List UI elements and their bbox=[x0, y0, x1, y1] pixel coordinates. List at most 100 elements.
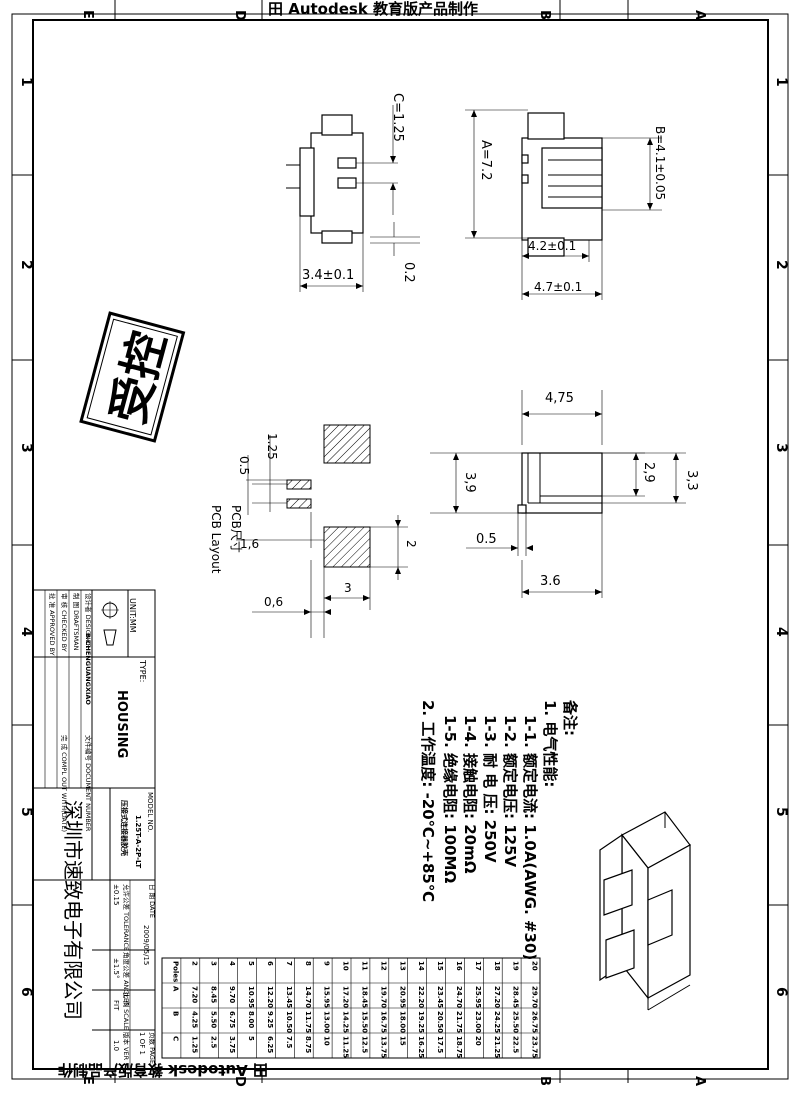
dim-b-label: B=4.1±0.05 bbox=[653, 126, 667, 200]
table-cell: 19.25 bbox=[417, 1011, 425, 1033]
table-cell: 16.75 bbox=[379, 1011, 387, 1033]
table-cell: 22.20 bbox=[417, 986, 425, 1008]
table-cell: 12.20 bbox=[266, 986, 274, 1008]
table-cell: 13.75 bbox=[379, 1036, 387, 1058]
table-cell: 10.95 bbox=[247, 986, 255, 1008]
compl-label: 完 成 COMPL OUT WITH(DATE) bbox=[60, 735, 69, 832]
top-banner: 田 Autodesk 教育版产品制作 bbox=[268, 0, 478, 18]
table-cell: 14.25 bbox=[342, 1011, 350, 1033]
table-cell: 9.70 bbox=[228, 986, 236, 1003]
table-cell: 8.75 bbox=[304, 1036, 312, 1053]
table-cell: 10 bbox=[323, 1036, 331, 1046]
dim-depth1-label: 4.2±0.1 bbox=[528, 239, 576, 253]
zone-number: 6 bbox=[18, 987, 34, 997]
scale-value: FIT bbox=[112, 1000, 120, 1011]
isometric-connector bbox=[599, 811, 691, 1011]
table-cell: 2.5 bbox=[209, 1036, 217, 1049]
pcb-layout: 1.25 0.5 PCB尺寸 PCB Layout 1,6 0,6 3 2 bbox=[209, 424, 418, 638]
table-cell: 28.45 bbox=[512, 986, 520, 1008]
designer-value: B-CHENGUANGXIAO bbox=[84, 633, 92, 705]
dim-36-label: 3.6 bbox=[540, 574, 561, 589]
zone-letters: E D B A E D B A bbox=[80, 10, 707, 1087]
table-header-cell: A bbox=[171, 986, 179, 992]
top-view: A=7.2 B=4.1±0.05 4.2±0.1 4.7±0.1 bbox=[465, 109, 667, 300]
table-cell: 15.95 bbox=[323, 986, 331, 1008]
notes-heading: 备注: bbox=[561, 699, 579, 736]
dim-width-label: 3.4±0.1 bbox=[302, 268, 354, 283]
drawing-frame bbox=[11, 0, 789, 1083]
table-cell: 17.5 bbox=[436, 1036, 444, 1053]
designer-label: 设计者 DESIGNER bbox=[84, 593, 93, 649]
table-cell: 16.25 bbox=[417, 1036, 425, 1058]
type-value: HOUSING bbox=[114, 690, 129, 758]
table-cell: 2 bbox=[190, 961, 198, 966]
zone-number: 4 bbox=[18, 627, 34, 637]
table-cell: 6 bbox=[266, 961, 274, 966]
zone-number: 2 bbox=[18, 260, 34, 270]
dim-125-label: 1.25 bbox=[265, 433, 279, 460]
title-block: UNIT:MM TYPE: HOUSING 设计者 DESIGNER B-CHE… bbox=[32, 589, 157, 1070]
zone-letter: B bbox=[537, 1076, 552, 1086]
model-label: MODEL NO. bbox=[146, 792, 154, 832]
checked-label: 审 核 CHECKED BY bbox=[60, 593, 69, 652]
table-cell: 21.75 bbox=[455, 1011, 463, 1033]
notes: 备注: 1. 电气性能: 1-1. 额定电流: 1.0A(AWG. #30) 1… bbox=[419, 699, 579, 960]
table-cell: 20 bbox=[531, 961, 539, 971]
zone-number: 6 bbox=[773, 987, 789, 997]
zone-number: 5 bbox=[18, 807, 34, 817]
front-view: 4,75 3,9 2,9 3,3 0.5 3.6 bbox=[430, 390, 699, 598]
table-cell: 7 bbox=[285, 961, 293, 966]
table-cell: 20.95 bbox=[398, 986, 406, 1008]
doc-number-label: 文件编号 DOCUMENT NUMBER bbox=[84, 735, 93, 832]
table-cell: 21.25 bbox=[493, 1036, 501, 1058]
table-cell: 8 bbox=[304, 961, 312, 966]
table-cell: 4.25 bbox=[190, 1011, 198, 1028]
pcb-label-en: PCB Layout bbox=[209, 505, 223, 574]
table-cell: 18.00 bbox=[398, 1011, 406, 1033]
zone-number: 1 bbox=[18, 77, 34, 87]
table-cell: 29.70 bbox=[531, 986, 539, 1008]
zone-numbers: 1 2 3 4 5 6 1 2 3 4 5 6 bbox=[18, 77, 789, 997]
table-cell: 12 bbox=[379, 961, 387, 971]
table-cell: 5 bbox=[247, 1036, 255, 1041]
table-cell: 9.25 bbox=[266, 1011, 274, 1028]
page-value: 1 OF 1 bbox=[138, 1032, 146, 1055]
pcb-label-cn: PCB尺寸 bbox=[229, 505, 243, 553]
scale-label: 比 例 SCALE bbox=[122, 992, 131, 1030]
dim-05b-label: 0.5 bbox=[476, 532, 497, 547]
table-cell: 15 bbox=[398, 1036, 406, 1046]
table-cell: 16 bbox=[455, 961, 463, 971]
table-cell: 26.75 bbox=[531, 1011, 539, 1033]
table-cell: 1.25 bbox=[190, 1036, 198, 1053]
table-cell: 6.25 bbox=[266, 1036, 274, 1053]
pin-hole-2 bbox=[286, 498, 312, 509]
table-cell: 14.70 bbox=[304, 986, 312, 1008]
table-cell: 6.75 bbox=[228, 1011, 236, 1028]
table-cell: 17 bbox=[474, 961, 482, 971]
tolerance-label: 允许公差 TOLERANCE bbox=[122, 884, 131, 951]
table-cell: 19 bbox=[512, 961, 520, 971]
approved-label: 批 准 APPROVED BY bbox=[48, 593, 57, 656]
table-cell: 25.95 bbox=[474, 986, 482, 1008]
zone-number: 3 bbox=[18, 443, 34, 453]
dim-29-label: 2,9 bbox=[641, 462, 656, 483]
notes-line: 1. 电气性能: bbox=[541, 700, 559, 787]
table-cell: 23.45 bbox=[436, 986, 444, 1008]
zone-number: 1 bbox=[773, 77, 789, 87]
dim-06-label: 0,6 bbox=[264, 595, 283, 609]
table-cell: 10 bbox=[342, 961, 350, 971]
tolerance-value: ±0.15 bbox=[112, 884, 120, 905]
table-cell: 24.25 bbox=[493, 1011, 501, 1033]
dim-table: PolesABC27.204.251.2538.455.502.549.706.… bbox=[161, 957, 541, 1059]
dim-05-label: 0.5 bbox=[237, 456, 251, 475]
notes-line: 1-3. 耐 电 压: 250V bbox=[481, 715, 499, 863]
table-cell: 11.75 bbox=[304, 1011, 312, 1033]
table-cell: 17.20 bbox=[342, 986, 350, 1008]
pad-bottom bbox=[323, 526, 371, 568]
pin-hole-1 bbox=[286, 479, 312, 490]
controlled-stamp: 受控 bbox=[79, 311, 186, 443]
model-desc: 压接式连接器胶壳 bbox=[120, 800, 129, 856]
table-header-cell: C bbox=[171, 1036, 179, 1041]
table-cell: 3 bbox=[209, 961, 217, 966]
